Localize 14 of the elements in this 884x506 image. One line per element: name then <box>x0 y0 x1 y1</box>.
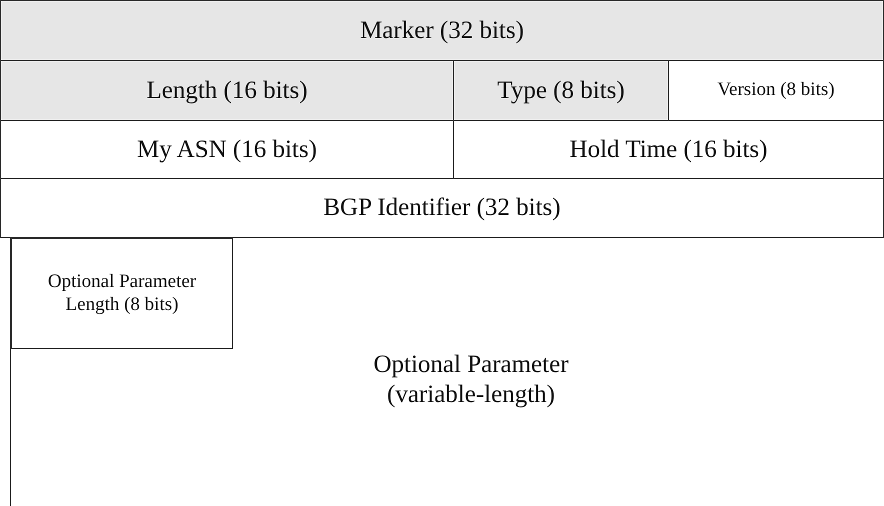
field-label: Type (8 bits) <box>497 76 625 106</box>
field-label: Optional Parameter (variable-length) <box>372 350 570 410</box>
field-cell <box>0 178 884 238</box>
field-cell <box>0 0 884 61</box>
field-label: Hold Time (16 bits) <box>570 134 768 164</box>
field-label: Version (8 bits) <box>717 79 835 102</box>
field-label: Optional Parameter Length (8 bits) <box>46 270 198 316</box>
field-cell <box>453 60 669 121</box>
field-label: Marker (32 bits) <box>360 16 524 46</box>
field-label: Length (16 bits) <box>146 76 308 106</box>
field-label: My ASN (16 bits) <box>137 134 317 164</box>
field-cell <box>11 238 233 349</box>
field-cell <box>0 60 454 121</box>
field-label: BGP Identifier (32 bits) <box>323 193 561 223</box>
